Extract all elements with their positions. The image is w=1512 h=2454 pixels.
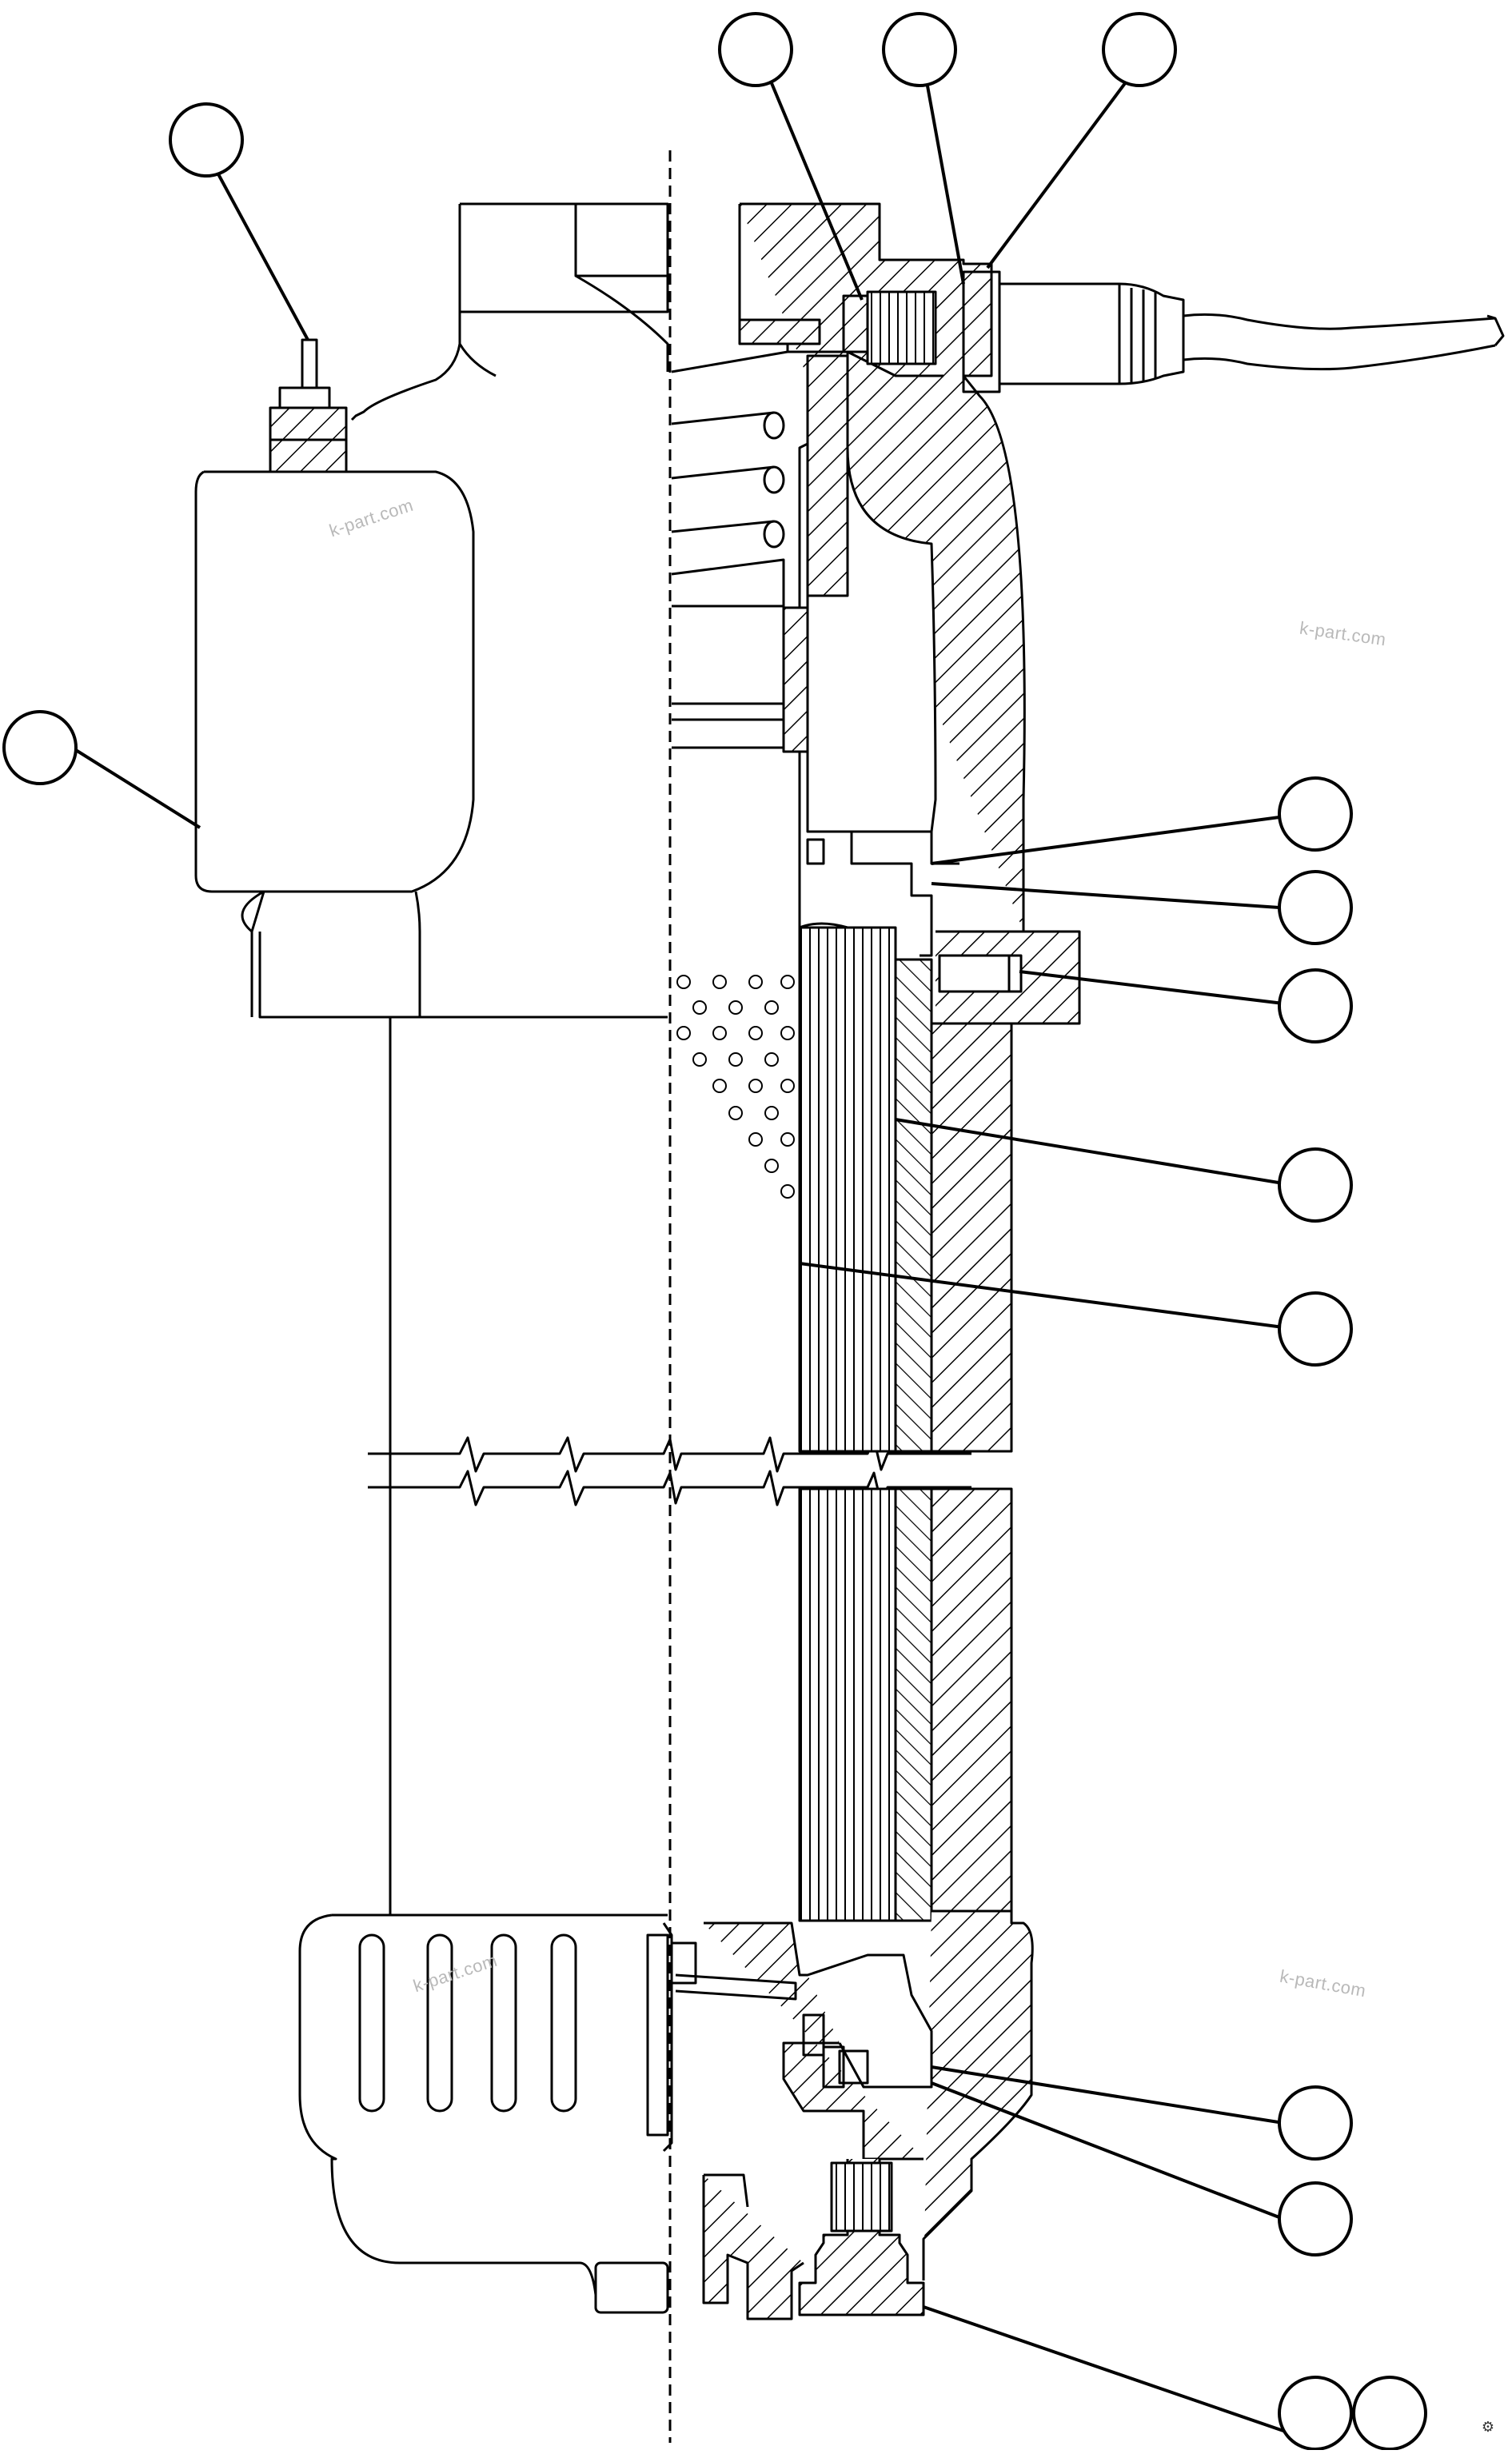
bottom-bowl (298, 1913, 668, 2307)
callout-bubble-3 (882, 12, 957, 87)
callout-bubble-1 (169, 102, 244, 178)
callout-bubble-12 (1278, 2181, 1353, 2256)
drain-plug (798, 2159, 925, 2316)
callout-bubble-14 (1352, 2376, 1427, 2451)
callout-bubble-6 (1278, 776, 1353, 852)
callout-bubble-9 (1278, 1147, 1353, 1223)
callout-bubble-11 (1278, 2085, 1353, 2161)
drain-boss (594, 2261, 669, 2314)
outer-shell (930, 1022, 1013, 1453)
callout-bubble-8 (1278, 968, 1353, 1043)
sensor-connector (998, 282, 1185, 385)
callout-bubble-4 (1102, 12, 1177, 87)
callout-bubble-7 (1278, 870, 1353, 945)
leader-lines (70, 62, 1284, 2432)
sensor-cable (1183, 313, 1496, 330)
corner-mark-icon: ⚙ (1481, 2419, 1494, 2436)
head-housing (350, 202, 669, 421)
filter-element (798, 926, 897, 1453)
bleed-valve-stem (301, 338, 318, 389)
contaminant-dots (676, 975, 795, 1199)
callout-bubble-10 (1278, 1291, 1353, 1367)
callout-bubble-5 (2, 710, 78, 785)
filter-bowl-side (204, 470, 475, 1017)
callout-bubble-2 (718, 12, 793, 87)
callout-bubble-13 (1278, 2376, 1353, 2451)
bottom-section (922, 1909, 1034, 2280)
